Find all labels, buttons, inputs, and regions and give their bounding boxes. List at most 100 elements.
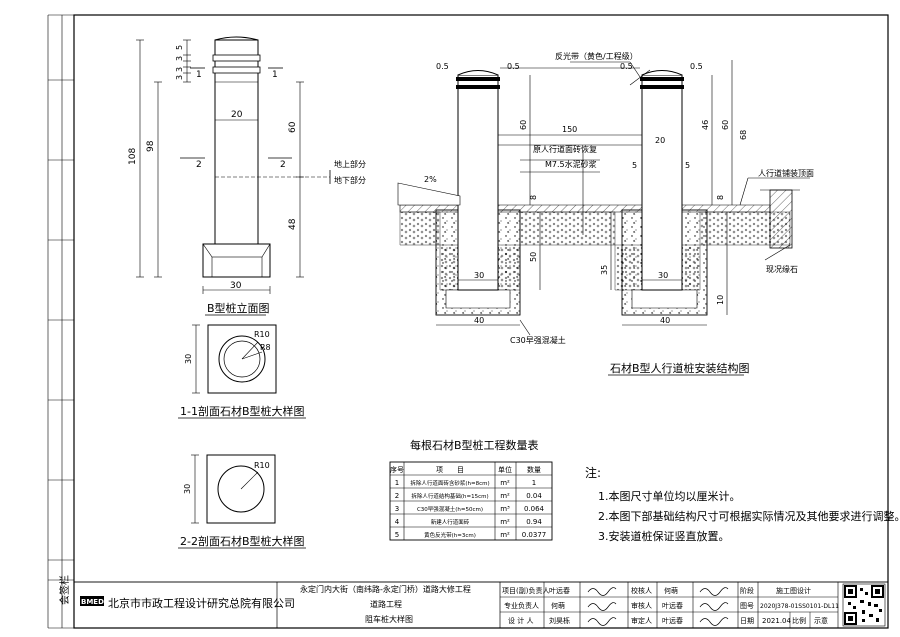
s11-r10: R10 <box>254 330 270 339</box>
ground-above-label: 地上部分 <box>334 159 366 169</box>
table-header-cell: 序号 <box>390 465 404 474</box>
label-stage: 阶段 <box>740 586 754 595</box>
i-dim-8b: 8 <box>716 195 725 200</box>
drawing-title: 阻车桩大样图 <box>365 614 413 624</box>
table-cell: m² <box>500 531 510 539</box>
name2-2: 叶远春 <box>662 601 683 610</box>
table-cell: m² <box>500 518 510 526</box>
name-3: 刘昊栎 <box>549 616 570 625</box>
install-diagram: 2% 反光带（黄色/工程级） 原人行道面砖恢复 M7.5水泥砂浆 人行道铺装顶面… <box>397 51 814 376</box>
i-dim-60a: 60 <box>519 120 528 130</box>
logo-text: BMEDI <box>81 598 107 606</box>
table-header-cell: 项 目 <box>436 466 464 474</box>
name2-1: 何萌 <box>664 586 678 595</box>
qr-code <box>842 583 886 627</box>
dim-30: 30 <box>230 281 242 291</box>
note-2: 2.本图下部基础结构尺寸可根据实际情况及其他要求进行调整。 <box>598 509 900 523</box>
section-2-2: 30 R10 2-2剖面石材B型桩大样图 <box>178 454 306 549</box>
name2-3: 叶远春 <box>662 616 683 625</box>
table-cell: 0.0377 <box>522 531 547 539</box>
i-dim-5b: 5 <box>685 161 690 170</box>
role-3: 设 计 人 <box>508 616 533 625</box>
countersign-label: 会签栏 <box>58 575 71 605</box>
notes-heading: 注: <box>585 465 601 480</box>
signature-2 <box>587 602 617 611</box>
s22-dim-30: 30 <box>183 484 192 494</box>
role2-2: 审核人 <box>631 601 652 610</box>
table-cell: 0.04 <box>526 492 542 500</box>
quantity-table-title: 每根石材B型桩工程数量表 <box>410 438 539 452</box>
i-dim-5a: 5 <box>632 161 637 170</box>
label-drawing-no: 图号 <box>740 602 754 610</box>
section-2-right: 2 <box>280 160 286 170</box>
section-2-left: 2 <box>196 160 202 170</box>
i-dim-8a: 8 <box>529 195 538 200</box>
i-dim-68: 68 <box>739 130 748 140</box>
i-dim-05b: 0.5 <box>507 62 520 71</box>
s22-r10: R10 <box>254 461 270 470</box>
table-cell: m² <box>500 479 510 487</box>
table-header-cell: 单位 <box>498 465 512 474</box>
table-cell: 5 <box>395 531 399 539</box>
table-cell: 黄色反光带(h=3cm) <box>424 531 476 539</box>
i-dim-30b: 30 <box>658 271 668 280</box>
i-dim-150: 150 <box>562 125 577 134</box>
table-cell: 0.064 <box>524 505 545 513</box>
i-dim-50: 50 <box>529 252 538 262</box>
role2-1: 校核人 <box>631 586 652 595</box>
signature-3 <box>587 617 617 626</box>
dim-20: 20 <box>231 110 243 120</box>
company-name: 北京市市政工程设计研究总院有限公司 <box>108 596 295 610</box>
i-dim-20: 20 <box>655 136 665 145</box>
i-dim-05d: 0.5 <box>690 62 703 71</box>
ground-below-label: 地下部分 <box>334 175 366 185</box>
section-1-right: 1 <box>272 70 278 80</box>
curb-label: 现况缘石 <box>766 264 798 274</box>
table-cell: 新建人行道面砖 <box>431 518 470 526</box>
title-block: BMEDI 北京市市政工程设计研究总院有限公司 永定门内大街（南纬路-永定门桥）… <box>73 581 889 629</box>
concrete-label: C30早强混凝土 <box>510 335 566 345</box>
label-scale: 比例 <box>792 616 806 625</box>
table-cell: 4 <box>395 518 400 526</box>
table-cell: 拆除人行道面砖含砂浆(h=8cm) <box>410 479 489 487</box>
value-stage: 施工图设计 <box>776 586 811 595</box>
table-cell: m² <box>500 492 510 500</box>
section-1-1: 30 R10 R8 1-1剖面石材B型桩大样图 <box>178 324 306 419</box>
notes: 注: 1.本图尺寸单位均以厘米计。 2.本图下部基础结构尺寸可根据实际情况及其他… <box>585 465 900 543</box>
value-scale: 示意 <box>814 616 828 625</box>
project-name: 永定门内大街（南纬路-永定门桥）道路大修工程 <box>300 584 471 594</box>
i-dim-05c: 0.5 <box>620 62 633 71</box>
i-dim-40b: 40 <box>660 316 670 325</box>
table-cell: C30早强混凝土(h=50cm) <box>417 505 483 513</box>
table-cell: 拆除人行道结构基础(h=15cm) <box>411 492 488 500</box>
mortar-label: M7.5水泥砂浆 <box>545 159 597 169</box>
table-cell: 1 <box>532 479 536 487</box>
section11-caption: 1-1剖面石材B型桩大样图 <box>180 404 305 418</box>
i-dim-30a: 30 <box>474 271 484 280</box>
name-1: 叶远春 <box>549 586 570 595</box>
table-cell: 1 <box>395 479 399 487</box>
paving-top-label: 人行道铺装顶面 <box>758 168 814 178</box>
company-logo: BMEDI <box>80 596 107 606</box>
slope-label: 2% <box>424 175 437 184</box>
value-drawing-no: 2020J378-01SS0101-DL11 <box>760 603 839 610</box>
table-cell: 3 <box>395 505 399 513</box>
role-2: 专业负责人 <box>504 601 539 610</box>
dim-108: 108 <box>128 148 138 165</box>
discipline: 道路工程 <box>370 599 402 609</box>
i-dim-10: 10 <box>716 295 725 305</box>
section22-caption: 2-2剖面石材B型桩大样图 <box>180 534 305 548</box>
s11-r8: R8 <box>260 343 271 352</box>
dim-60: 60 <box>288 121 298 133</box>
note-1: 1.本图尺寸单位均以厘米计。 <box>598 489 741 503</box>
i-dim-05a: 0.5 <box>436 62 449 71</box>
role2-3: 审定人 <box>631 616 652 625</box>
dim-5: 5 <box>175 45 184 50</box>
name-2: 何萌 <box>551 601 565 610</box>
label-date: 日期 <box>740 617 754 625</box>
s11-dim-30: 30 <box>184 354 193 364</box>
elevation-caption: B型桩立面图 <box>207 301 270 315</box>
i-dim-35: 35 <box>600 265 609 275</box>
